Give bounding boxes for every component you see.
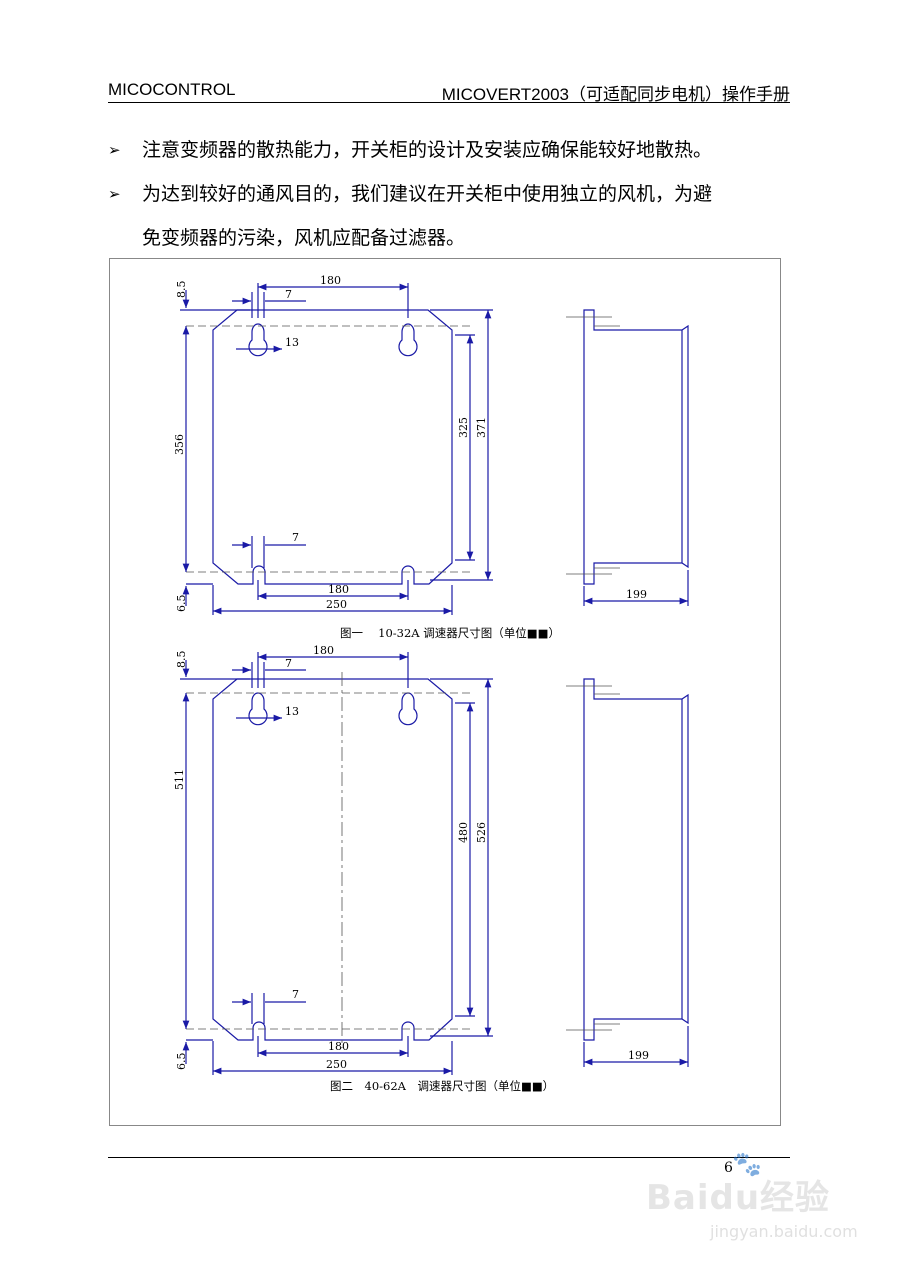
bullet-text: 为达到较好的通风目的，我们建议在开关柜中使用独立的风机，为避 — [142, 183, 713, 205]
arrow-bullet-icon: ➢ — [108, 141, 121, 159]
fig2-label-480: 480 — [457, 822, 470, 843]
fig2-label-180-top: 180 — [313, 644, 334, 657]
fig2-keyhole-right — [398, 692, 418, 726]
fig1-label-325: 325 — [457, 417, 470, 438]
fig2-caption: 图二 40-62A 调速器尺寸图（单位■■） — [330, 1079, 554, 1093]
fig2-label-526: 526 — [475, 822, 488, 843]
fig1-keyhole-right — [398, 323, 418, 357]
fig1-label-7-top: 7 — [285, 288, 292, 301]
fig2-label-bottom-gap: 6.5 — [175, 1053, 188, 1071]
baidu-watermark: 🐾 Baidu经验 jingyan.baidu.com — [636, 1150, 858, 1250]
paw-logo-icon: 🐾 — [732, 1150, 762, 1178]
bullet-text: 注意变频器的散热能力，开关柜的设计及安装应确保能较好地散热。 — [142, 139, 713, 161]
figure-two-drawing: 8.5 180 7 13 511 480 526 7 180 250 6.5 1… — [173, 644, 689, 1093]
watermark-url: jingyan.baidu.com — [710, 1222, 858, 1241]
fig2-label-199: 199 — [628, 1049, 649, 1062]
fig1-caption: 图一 10-32A 调速器尺寸图（单位■■） — [340, 626, 560, 640]
page-header: MICOCONTROL MICOVERT2003（可适配同步电机）操作手册 — [108, 78, 790, 104]
figure-one-drawing: 8.5 180 7 13 356 325 371 7 180 250 6.5 1… — [173, 274, 689, 640]
fig1-label-top-gap: 8.5 — [175, 281, 188, 299]
watermark-brand: Baidu经验 — [646, 1178, 831, 1218]
fig2-label-7-top: 7 — [285, 657, 292, 670]
fig1-label-7-bottom: 7 — [292, 531, 299, 544]
fig2-keyhole-left — [248, 692, 268, 726]
fig1-label-356: 356 — [173, 434, 186, 455]
page-number: 6 — [724, 1160, 733, 1176]
bullet-list: ➢ 注意变频器的散热能力，开关柜的设计及安装应确保能较好地散热。 ➢ 为达到较好… — [108, 128, 798, 260]
fig1-label-bottom-gap: 6.5 — [175, 595, 188, 613]
fig2-label-180-bottom: 180 — [328, 1040, 349, 1053]
fig1-label-13: 13 — [285, 336, 299, 349]
dimension-figure-frame — [109, 258, 781, 1126]
fig1-keyhole-left — [248, 323, 268, 357]
arrow-bullet-icon: ➢ — [108, 185, 121, 203]
fig2-side-outline — [583, 678, 689, 1041]
fig1-label-250: 250 — [326, 598, 347, 611]
fig2-label-top-gap: 8.5 — [175, 651, 188, 669]
fig2-label-511: 511 — [173, 769, 186, 790]
fig2-label-13: 13 — [285, 705, 299, 718]
footer-rule — [108, 1157, 790, 1158]
fig2-label-250: 250 — [326, 1058, 347, 1071]
fig1-label-180-top: 180 — [320, 274, 341, 287]
fig1-side-outline — [583, 309, 689, 585]
header-manual-title: MICOVERT2003（可适配同步电机）操作手册 — [441, 85, 790, 104]
fig1-label-180-bottom: 180 — [328, 583, 349, 596]
fig2-label-7-bottom: 7 — [292, 988, 299, 1001]
bullet-item: ➢ 注意变频器的散热能力，开关柜的设计及安装应确保能较好地散热。 — [108, 128, 798, 172]
bullet-item: ➢ 为达到较好的通风目的，我们建议在开关柜中使用独立的风机，为避 免变频器的污染… — [108, 172, 798, 260]
fig1-label-199: 199 — [626, 588, 647, 601]
fig2-front-outline — [212, 678, 453, 1041]
fig1-label-371: 371 — [475, 417, 488, 438]
bullet-text-continued: 免变频器的污染，风机应配备过滤器。 — [142, 227, 466, 249]
header-brand: MICOCONTROL — [108, 80, 236, 99]
